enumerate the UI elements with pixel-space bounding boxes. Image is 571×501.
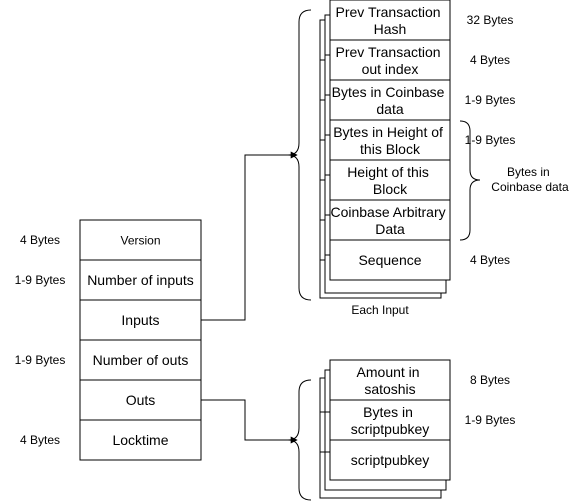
input-prev-out-index: Prev Transaction out index — [336, 44, 445, 77]
tx-version-size: 4 Bytes — [20, 233, 60, 247]
coinbase-data-label-line2: Coinbase data — [491, 180, 569, 194]
output-script-bytes: Bytes in scriptpubkey — [351, 404, 430, 437]
tx-locktime-size: 4 Bytes — [20, 433, 60, 447]
input-prev-out-index-line2: out index — [362, 61, 419, 77]
outs-connector — [201, 399, 298, 444]
output-stack: Amount in satoshis Bytes in scriptpubkey… — [319, 359, 451, 499]
output-script-bytes-size: 1-9 Bytes — [465, 413, 516, 427]
tx-num-outs-label: Number of outs — [93, 352, 189, 368]
input-height-bytes: Bytes in Height of this Block — [333, 124, 447, 157]
transaction-table: Version Number of inputs Inputs Number o… — [15, 219, 202, 461]
input-coinbase-arbitrary: Coinbase Arbitrary Data — [330, 204, 449, 237]
each-input-caption: Each Input — [351, 303, 409, 317]
output-amount-size: 8 Bytes — [470, 373, 510, 387]
tx-inputs-label: Inputs — [121, 312, 159, 328]
input-prev-hash: Prev Transaction Hash — [336, 4, 445, 37]
coinbase-data-label-line1: Bytes in — [507, 165, 550, 179]
tx-version-label: Version — [120, 234, 160, 248]
input-sizes: 32 Bytes 4 Bytes 1-9 Bytes 1-9 Bytes 4 B… — [465, 13, 516, 267]
coinbase-data-brace — [459, 120, 481, 241]
coinbase-data-label: Bytes in Coinbase data — [491, 165, 569, 194]
tx-outs-label: Outs — [126, 392, 156, 408]
input-sequence: Sequence — [358, 252, 421, 268]
input-coinbase-bytes: Bytes in Coinbase data — [332, 84, 449, 117]
input-coinbase-bytes-line2: data — [376, 101, 403, 117]
input-stack: Prev Transaction Hash Prev Transaction o… — [319, 0, 451, 299]
input-height-bytes-line1: Bytes in Height of — [333, 124, 443, 140]
tx-num-inputs-size: 1-9 Bytes — [15, 273, 66, 287]
output-scriptpubkey: scriptpubkey — [351, 452, 430, 468]
input-block-height-line2: Block — [373, 181, 408, 197]
input-height-bytes-size: 1-9 Bytes — [465, 133, 516, 147]
input-brace — [287, 9, 312, 301]
inputs-connector — [201, 151, 298, 321]
output-script-bytes-line2: scriptpubkey — [351, 421, 430, 437]
connectors — [201, 151, 298, 444]
output-sizes: 8 Bytes 1-9 Bytes — [465, 373, 516, 427]
input-sequence-size: 4 Bytes — [470, 253, 510, 267]
input-coinbase-arbitrary-line2: Data — [375, 221, 405, 237]
input-prev-out-index-line1: Prev Transaction — [336, 44, 441, 60]
tx-locktime-label: Locktime — [112, 432, 168, 448]
output-amount-line2: satoshis — [364, 381, 415, 397]
tx-num-outs-size: 1-9 Bytes — [15, 353, 66, 367]
input-block-height: Height of this Block — [347, 164, 433, 197]
input-prev-hash-line2: Hash — [374, 21, 407, 37]
input-coinbase-bytes-line1: Bytes in Coinbase — [332, 84, 445, 100]
tx-num-inputs-label: Number of inputs — [87, 272, 194, 288]
input-coinbase-arbitrary-line1: Coinbase Arbitrary — [330, 204, 445, 220]
input-block-height-line1: Height of this — [347, 164, 429, 180]
input-coinbase-bytes-size: 1-9 Bytes — [465, 93, 516, 107]
input-prev-hash-line1: Prev Transaction — [336, 4, 441, 20]
output-script-bytes-line1: Bytes in — [363, 404, 413, 420]
input-height-bytes-line2: this Block — [360, 141, 421, 157]
input-prev-out-index-size: 4 Bytes — [470, 53, 510, 67]
output-brace — [287, 379, 312, 501]
output-amount: Amount in satoshis — [357, 364, 424, 397]
input-prev-hash-size: 32 Bytes — [467, 13, 514, 27]
output-amount-line1: Amount in — [357, 364, 420, 380]
